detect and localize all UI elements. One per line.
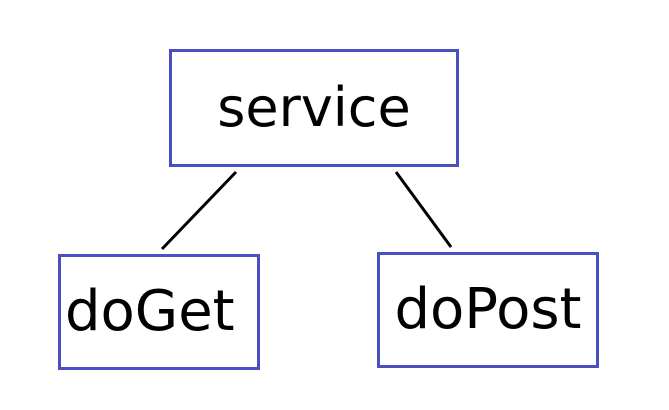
node-service: service	[169, 49, 459, 167]
node-doget-label: doGet	[65, 279, 235, 344]
edge-service-doget	[160, 170, 238, 251]
node-service-label: service	[217, 76, 411, 139]
node-doget: doGet	[58, 254, 260, 370]
node-dopost-label: doPost	[394, 277, 582, 342]
edge-service-dopost	[394, 171, 453, 248]
node-dopost: doPost	[377, 252, 599, 368]
